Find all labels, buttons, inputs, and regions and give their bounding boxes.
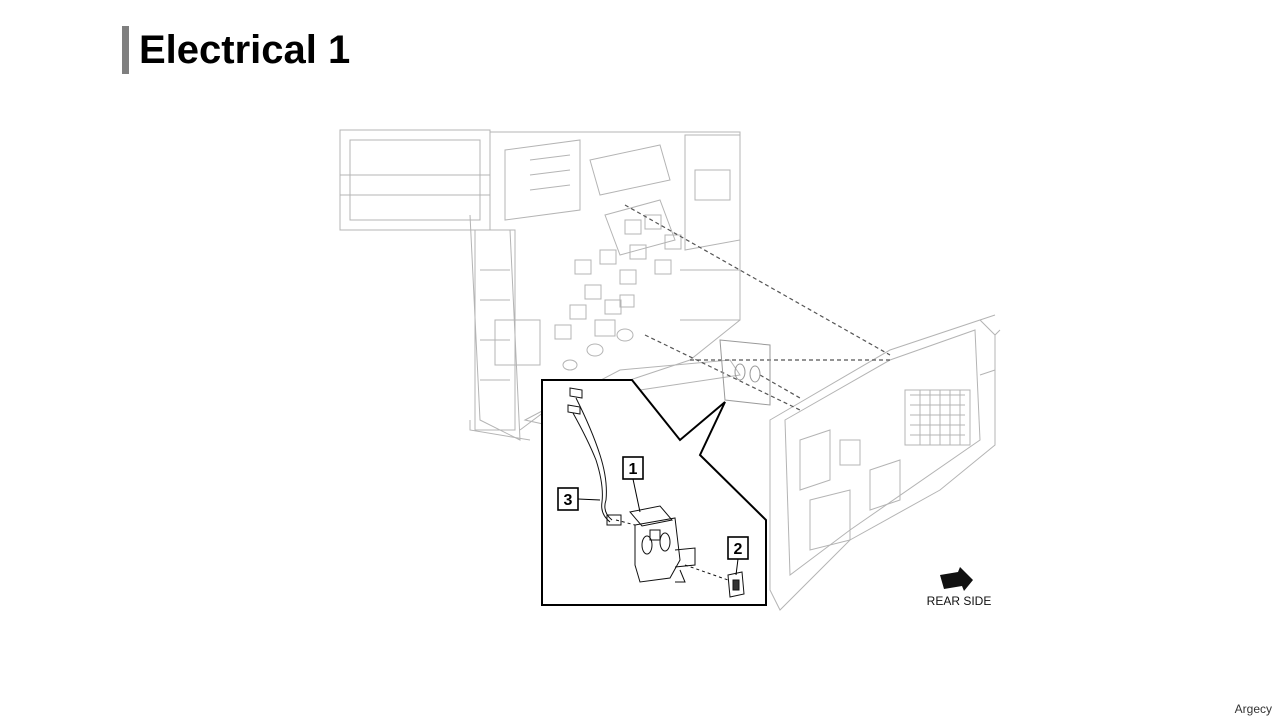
callout-3-label: 3 (564, 492, 573, 509)
socket-bracket-drawing (719, 339, 771, 406)
detail-inset: 1 2 3 (541, 379, 767, 606)
bracket-plate-part (629, 505, 696, 583)
exploded-parts-diagram: 1 2 3 REAR SIDE (330, 120, 1020, 620)
callout-3: 3 (557, 487, 601, 511)
footer-brand: Argecy (1234, 702, 1272, 716)
callout-2: 2 (727, 536, 749, 576)
rear-side-indicator: REAR SIDE (927, 567, 992, 608)
printer-chassis-drawing (339, 129, 741, 441)
callout-1-label: 1 (629, 461, 638, 478)
callout-2-label: 2 (734, 541, 743, 558)
power-switch-part (727, 571, 745, 598)
rear-panel-drawing (769, 314, 1001, 611)
title-accent-bar (122, 26, 129, 74)
rear-arrow-icon (940, 567, 973, 591)
wire-harness-part (567, 387, 622, 526)
rear-side-label: REAR SIDE (927, 594, 992, 608)
page-title: Electrical 1 (139, 28, 351, 72)
callout-1: 1 (622, 456, 644, 513)
